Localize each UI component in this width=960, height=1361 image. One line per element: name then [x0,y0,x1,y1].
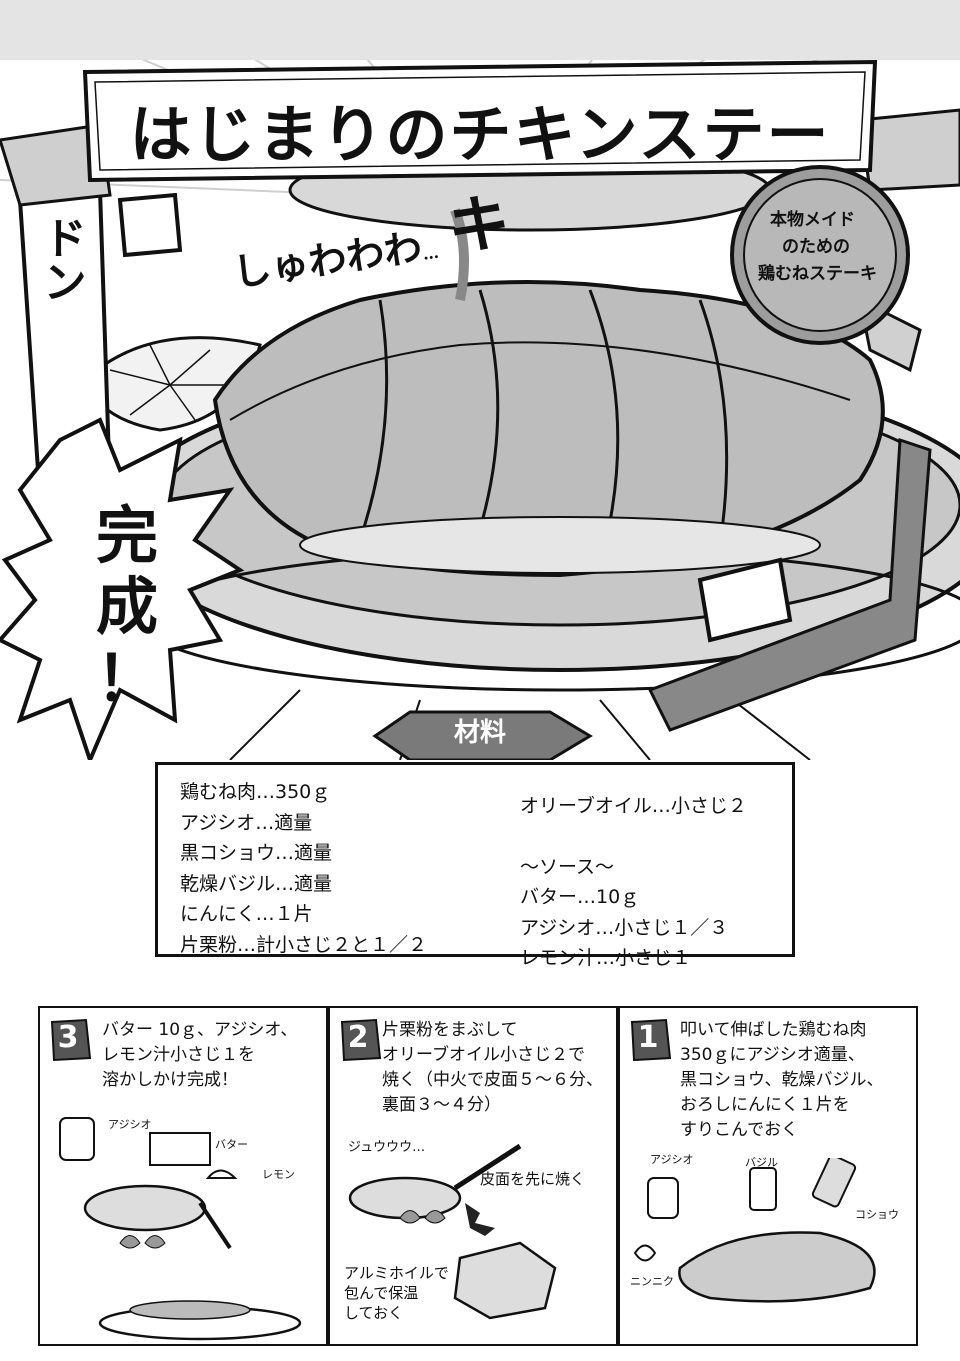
badge-line-3: 鶏むねステーキ [758,264,877,284]
ingredient-item: 鶏むね肉…350ｇ [180,781,331,803]
sauce-heading: ～ソース～ [520,855,615,878]
step-panel-3: 3 バター 10ｇ、アジシオ、 レモン汁小さじ１を 溶かしかけ完成！ アジシオ … [38,1006,328,1346]
ingredient-item: レモン汁…小さじ１ [520,947,692,969]
step-number-badge [630,1018,672,1062]
label-ajishio: アジシオ [650,1153,694,1166]
ingredients-box: 鶏むね肉…350ｇ アジシオ…適量 黒コショウ…適量 乾燥バジル…適量 にんにく… [155,762,795,969]
ingredient-item: 片栗粉…計小さじ２と１／２ [180,933,428,956]
badge-line-1: 本物メイド [770,210,855,230]
label-lemon: レモン [262,1168,295,1181]
dodon-sfx: ドン [35,215,86,303]
label-butter: バター [215,1138,248,1151]
step2-illustration [348,1143,557,1320]
step-number-badge [340,1018,382,1062]
ingredients-left-column: 鶏むね肉…350ｇ アジシオ…適量 黒コショウ…適量 乾燥バジル…適量 にんにく… [180,777,427,960]
step1-illustration [633,1158,876,1303]
step-panel-1: 1 叩いて伸ばした鶏むね肉 350ｇにアジシオ適量、 黒コショウ、乾燥バジル、 … [618,1006,918,1346]
ingredient-item: 乾燥バジル…適量 [180,872,333,895]
hero-illustration: はじまりのチキンステーキ しゅわわわ… ドン 本物メイド のための 鶏むねステー… [0,0,960,760]
ingredient-item: オリーブオイル…小さじ２ [520,795,747,817]
step-instructions: 叩いて伸ばした鶏むね肉 350ｇにアジシオ適量、 黒コショウ、乾燥バジル、 おろ… [680,1020,884,1140]
ingredient-item: アジシオ…適量 [180,811,313,834]
ingredients-heading: 材料 [453,718,506,748]
label-foil: アルミホイルで 包んで保温 しておく [344,1264,449,1322]
badge-line-2: のための [782,237,850,257]
steak-illustration [0,0,960,760]
step-panel-2: 2 片栗粉をまぶして オリーブオイル小さじ２で 焼く（中火で皮面５～６分、 裏面… [328,1006,618,1346]
label-sizzle: ジュウウウ… [348,1140,426,1155]
label-basil: バジル [745,1156,778,1169]
step-number-badge [50,1018,92,1062]
ingredient-item: にんにく…１片 [180,903,313,925]
step-instructions: バター 10ｇ、アジシオ、 レモン汁小さじ１を 溶かしかけ完成！ [102,1020,298,1090]
label-garlic: ニンニク [630,1275,674,1288]
ingredient-item: バター…10ｇ [520,886,640,908]
label-ajishio: アジシオ [108,1118,152,1131]
ingredient-item: アジシオ…小さじ１／３ [520,916,729,939]
ingredient-item: 黒コショウ…適量 [180,842,333,864]
step3-illustration [59,1117,302,1341]
label-pepper: コショウ [855,1208,899,1221]
label-skin-first: 皮面を先に焼く [480,1170,586,1188]
page-title: はじまりのチキンステーキ [129,98,831,261]
step-instructions: 片栗粉をまぶして オリーブオイル小さじ２で 焼く（中火で皮面５～６分、 裏面３～… [382,1020,603,1115]
ingredient-spacer [520,822,747,852]
ingredients-right-column: オリーブオイル…小さじ２ ～ソース～ バター…10ｇ アジシオ…小さじ１／３ レ… [520,791,747,974]
completion-text: 完 成 ！ [95,499,158,715]
